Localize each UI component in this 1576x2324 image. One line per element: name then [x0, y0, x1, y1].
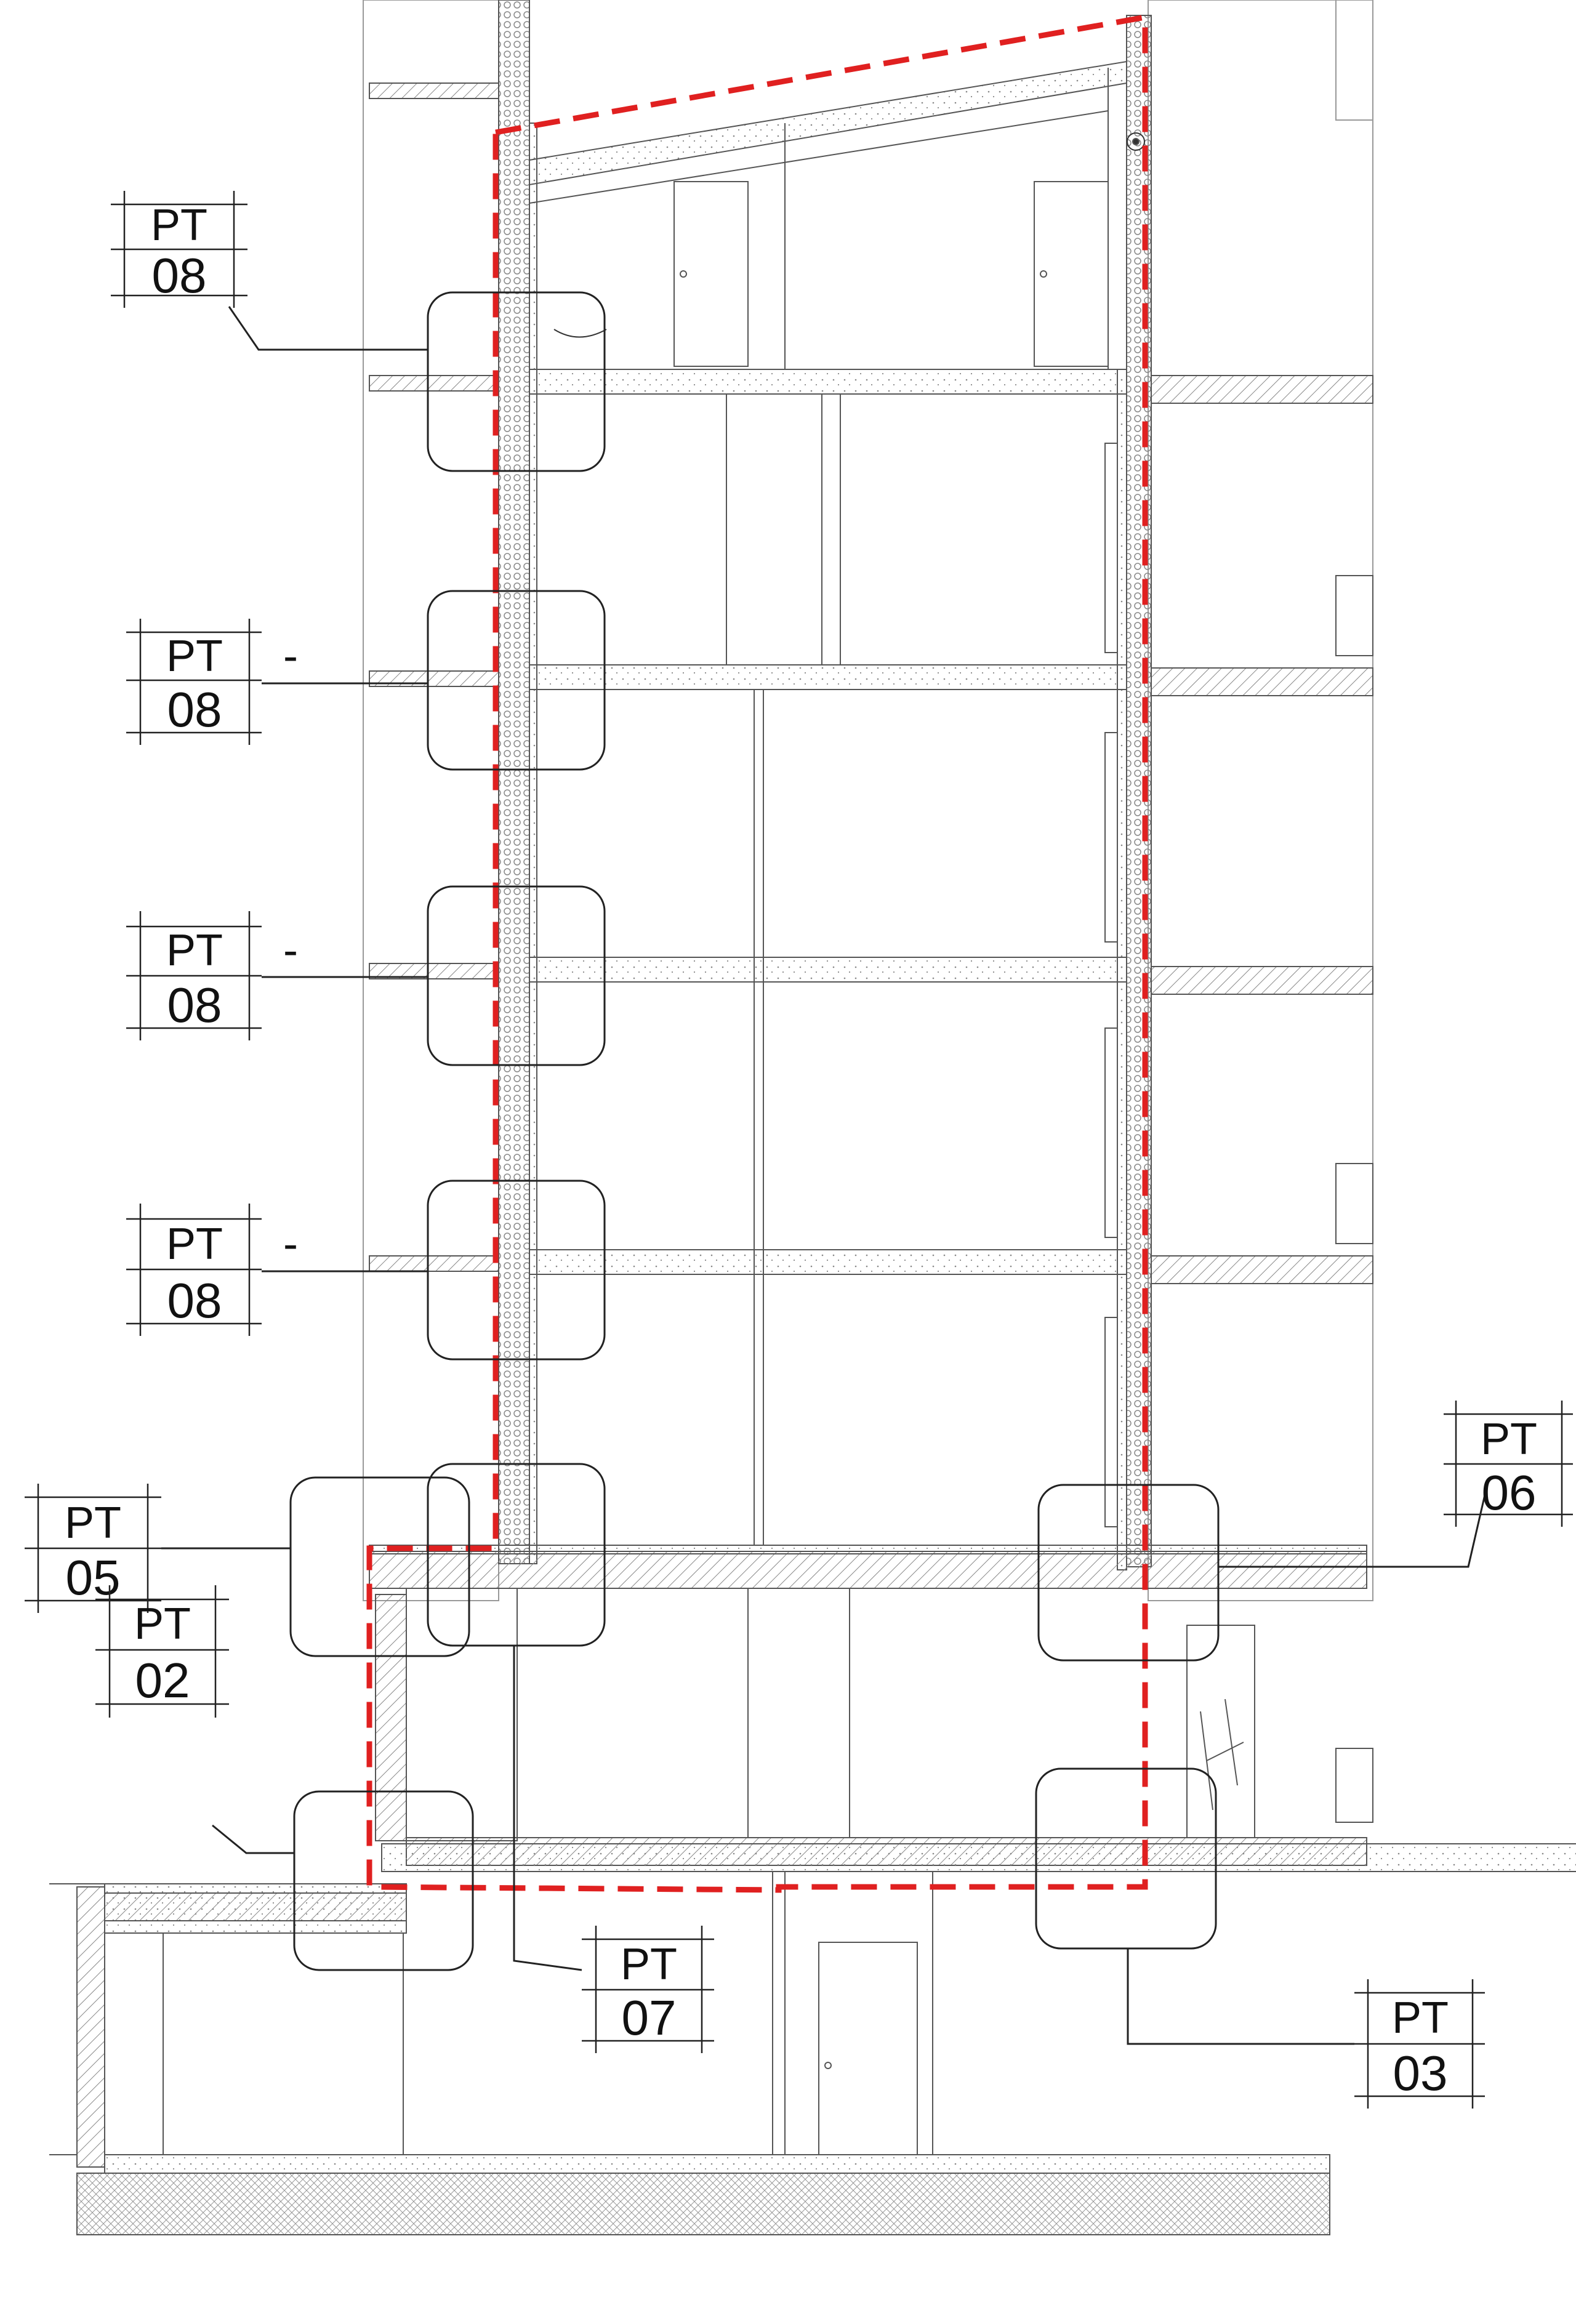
detail-bubble-pt07: [427, 1463, 606, 1647]
marker-pt08-c-number: 08: [167, 1273, 222, 1328]
detail-bubbles: [289, 291, 1220, 1971]
marker-pt08-top-label: PT: [151, 201, 207, 250]
marker-pt02: PT 02: [95, 1585, 229, 1718]
marker-pt08-a-label: PT: [166, 632, 223, 681]
marker-pt05-label: PT: [65, 1498, 121, 1548]
detail-bubble-pt02: [293, 1790, 474, 1971]
marker-pt05-number: 05: [66, 1550, 121, 1605]
thermal-envelope-line: [366, 14, 1148, 1893]
marker-pt07: PT 07: [582, 1926, 714, 2053]
marker-pt02-number: 02: [135, 1653, 190, 1708]
marker-pt03-number: 03: [1393, 2046, 1448, 2101]
marker-pt08-a-number: 08: [167, 682, 222, 737]
detail-bubble-pt08-b: [427, 885, 606, 1066]
marker-pt06-number: 06: [1482, 1465, 1537, 1520]
marker-pt08-c-label: PT: [166, 1220, 223, 1269]
marker-pt08-b-dash: -: [283, 926, 298, 975]
marker-pt08-a-dash: -: [283, 632, 298, 681]
detail-bubble-pt08-a: [427, 590, 606, 771]
marker-pt05: PT 05: [25, 1484, 161, 1613]
marker-pt08-top: PT 08: [111, 191, 247, 308]
marker-pt08-b-label: PT: [166, 926, 223, 975]
marker-pt03-label: PT: [1392, 1993, 1449, 2043]
marker-pt07-number: 07: [622, 1990, 677, 2045]
detail-bubble-pt08-top: [427, 291, 606, 472]
marker-pt07-label: PT: [621, 1940, 677, 1989]
detail-bubble-pt08-c: [427, 1180, 606, 1361]
marker-pt08-c-dash: -: [283, 1220, 298, 1269]
detail-bubble-pt05: [289, 1476, 470, 1657]
marker-pt08-a: PT 08 -: [126, 619, 298, 745]
marker-pt06-label: PT: [1481, 1415, 1537, 1464]
building-structure: [49, 0, 1576, 2235]
marker-pt08-top-number: 08: [152, 248, 207, 303]
detail-bubble-pt03: [1035, 1767, 1217, 1950]
marker-pt03: PT 03: [1354, 1979, 1485, 2109]
marker-pt08-b-number: 08: [167, 978, 222, 1032]
marker-pt08-b: PT 08 -: [126, 911, 298, 1040]
detail-bubble-pt06: [1037, 1484, 1220, 1662]
leader-lines: [161, 306, 1486, 2045]
marker-pt06: PT 06: [1444, 1401, 1573, 1527]
marker-pt08-c: PT 08 -: [126, 1204, 298, 1336]
marker-pt02-label: PT: [134, 1599, 191, 1649]
